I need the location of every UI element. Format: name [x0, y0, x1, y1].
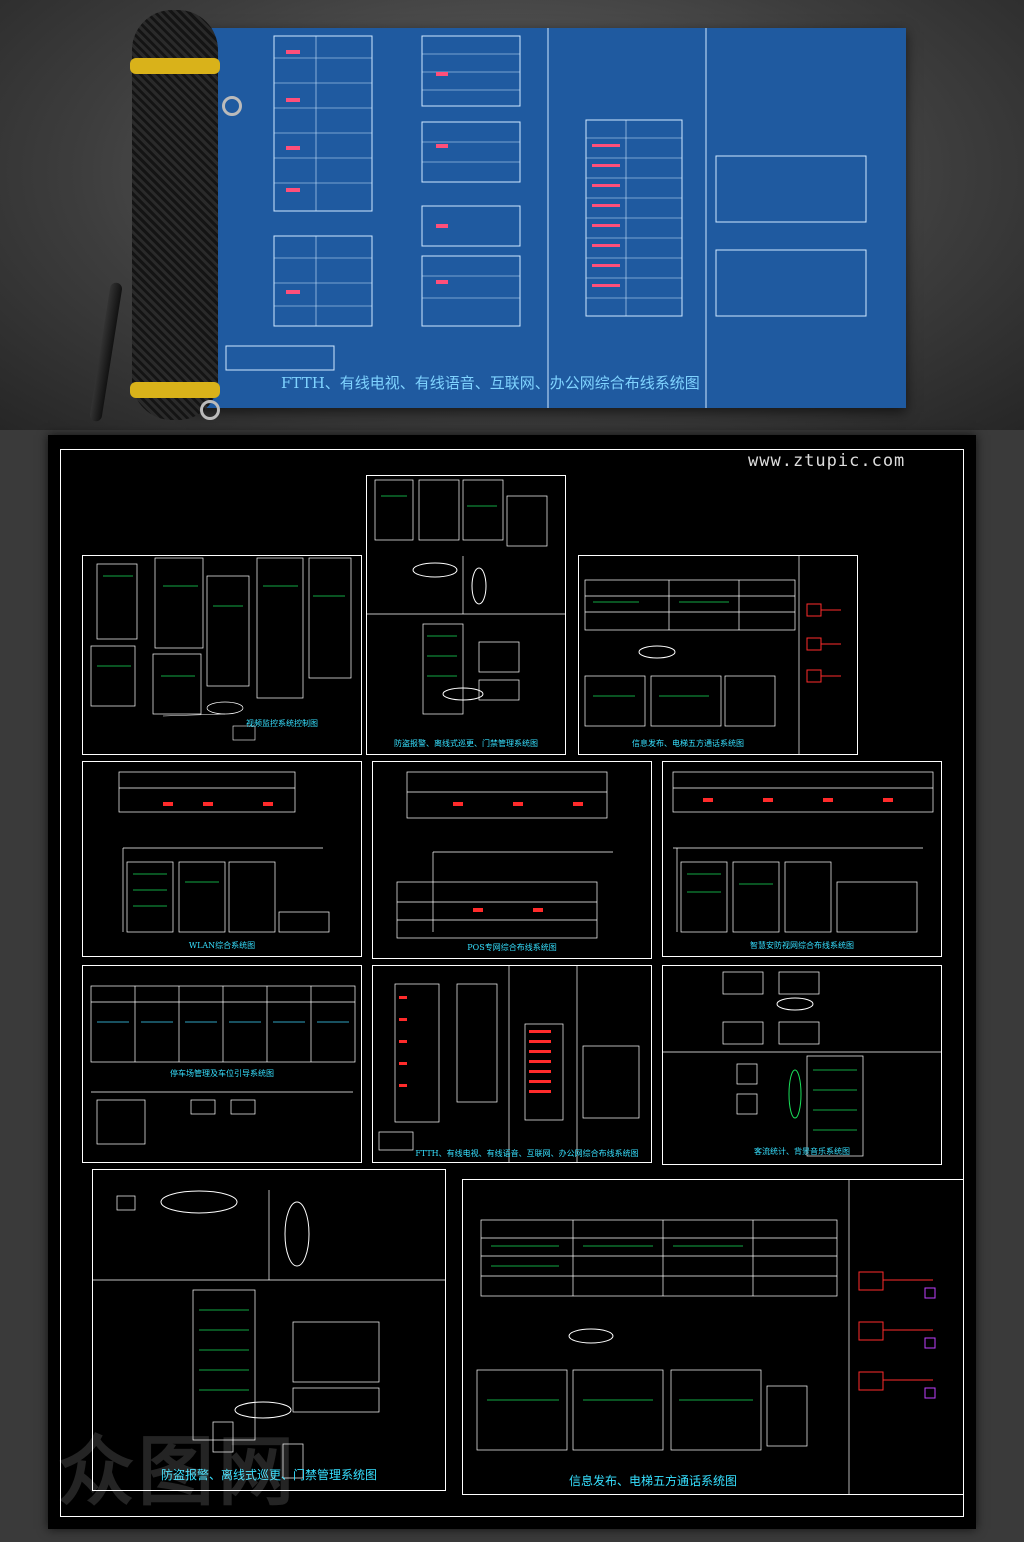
- panel-label: 信息发布、电梯五方通话系统图: [568, 1474, 737, 1488]
- panel-label: 停车场管理及车位引导系统图: [170, 1069, 274, 1078]
- panel-drawing: [93, 1190, 445, 1479]
- panel-label: 视频监控系统控制图: [246, 719, 318, 728]
- blueprint-sheet: FTTH、有线电视、有线语音、互联网、办公网综合布线系统图: [186, 28, 906, 408]
- panel-info-release-large[interactable]: 信息发布、电梯五方通话系统图: [462, 1179, 964, 1495]
- watermark-url: www.ztupic.com: [748, 451, 906, 471]
- panel-label: WLAN综合系统图: [188, 941, 256, 950]
- panel-ftth[interactable]: FTTH、有线电视、有线语音、互联网、办公网综合布线系统图: [372, 965, 652, 1163]
- hook-icon: [222, 96, 242, 116]
- panel-passenger-flow[interactable]: 客流统计、背景音乐系统图: [662, 965, 942, 1165]
- panel-label: FTTH、有线电视、有线语音、互联网、办公网综合布线系统图: [415, 1149, 639, 1158]
- roll-band-top: [130, 58, 220, 74]
- panel-drawing: [396, 771, 613, 939]
- panel-parking[interactable]: 停车场管理及车位引导系统图: [82, 965, 362, 1163]
- panel-label: POS专网综合布线系统图: [467, 943, 557, 952]
- hook-icon: [200, 400, 220, 420]
- panel-info-release[interactable]: 信息发布、电梯五方通话系统图: [578, 555, 858, 755]
- panel-label: 信息发布、电梯五方通话系统图: [632, 739, 744, 748]
- blueprint-title: FTTH、有线电视、有线语音、互联网、办公网综合布线系统图: [281, 374, 700, 392]
- sheet-frame: [60, 449, 964, 1517]
- paper-roll: [130, 10, 220, 420]
- panel-drawing: [672, 771, 934, 933]
- roll-band-bottom: [130, 382, 220, 398]
- cad-sheet: www.ztupic.com 视频监控系统控制图: [48, 435, 976, 1529]
- panel-label: 智慧安防视网综合布线系统图: [750, 941, 854, 950]
- panel-pos[interactable]: POS专网综合布线系统图: [372, 761, 652, 959]
- panel-drawing: [367, 479, 565, 715]
- blueprint-drawing: [225, 28, 867, 408]
- panel-wlan[interactable]: WLAN综合系统图: [82, 761, 362, 957]
- panel-alarm-access[interactable]: 防盗报警、离线式巡更、门禁管理系统图: [366, 475, 566, 755]
- panel-label: 客流统计、背景音乐系统图: [754, 1147, 850, 1156]
- panel-drawing: [90, 985, 356, 1145]
- panel-smart-security[interactable]: 智慧安防视网综合布线系统图: [662, 761, 942, 957]
- panel-drawing: [663, 971, 941, 1157]
- panel-drawing: [118, 771, 330, 933]
- panel-drawing: [476, 1180, 936, 1494]
- panel-alarm-access-large[interactable]: 防盗报警、离线式巡更、门禁管理系统图: [92, 1169, 446, 1491]
- panel-label: 防盗报警、离线式巡更、门禁管理系统图: [160, 1468, 377, 1482]
- panel-drawing: [378, 966, 640, 1162]
- brand-logo: 众图网: [58, 1427, 298, 1516]
- panel-drawing: [584, 556, 841, 754]
- panel-video-surveillance[interactable]: 视频监控系统控制图: [82, 555, 362, 755]
- panel-label: 防盗报警、离线式巡更、门禁管理系统图: [394, 739, 538, 748]
- panel-drawing: [90, 557, 352, 741]
